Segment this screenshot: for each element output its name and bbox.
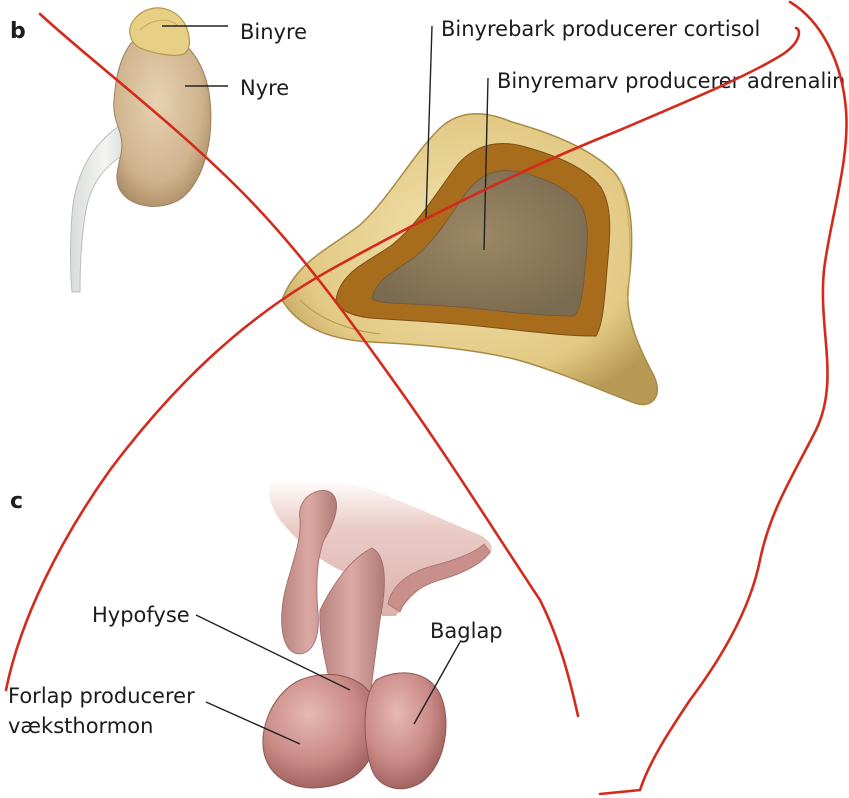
adrenal-cross-section <box>282 114 657 405</box>
label-forlap-line1: Forlap producerer <box>8 684 195 708</box>
panel-label-b: b <box>10 19 26 44</box>
label-nyre: Nyre <box>240 76 289 100</box>
label-binyre: Binyre <box>240 20 307 44</box>
label-binyrebark: Binyrebark producerer cortisol <box>441 17 760 41</box>
label-baglap: Baglap <box>430 619 503 643</box>
anterior-lobe <box>263 674 378 787</box>
label-forlap-line2: væksthormon <box>8 714 153 738</box>
label-hypofyse: Hypofyse <box>92 603 190 627</box>
panel-label-c: c <box>10 489 23 514</box>
posterior-lobe <box>365 673 446 789</box>
kidney-illustration <box>71 8 211 292</box>
label-binyremarv: Binyremarv producerer adrenalin <box>497 69 845 93</box>
